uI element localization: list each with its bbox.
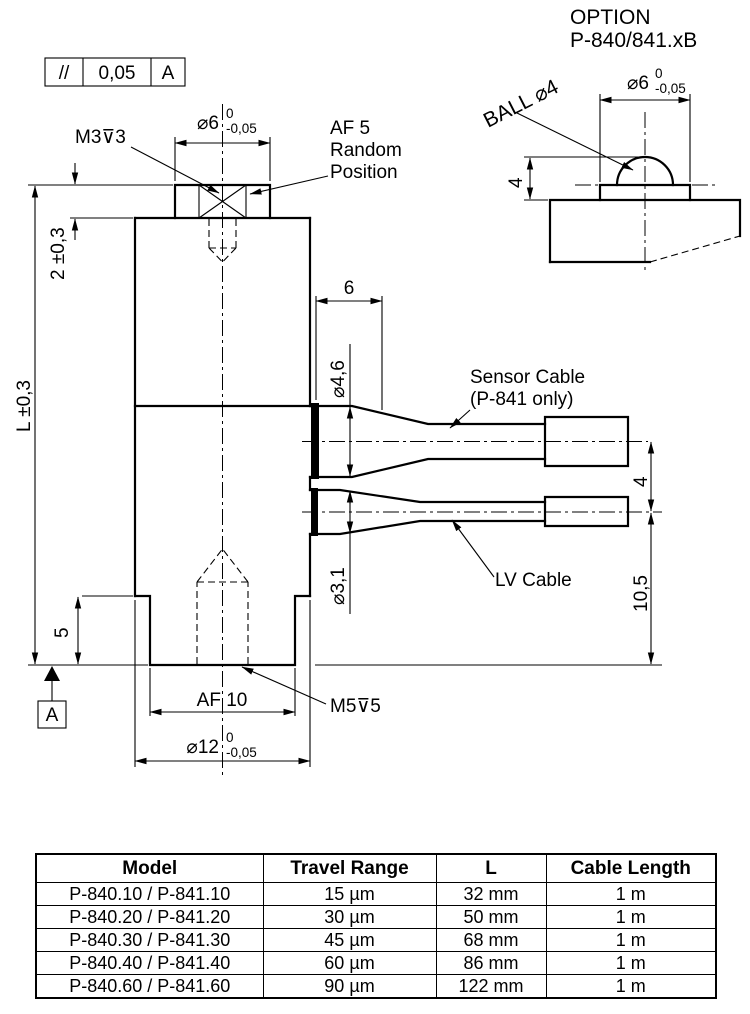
dim-dia6-top-tol-lo: -0,05 (226, 121, 257, 136)
detail-view-option: OPTION P-840/841.xB BALL ⌀4 ⌀6 0 -0,05 4 (480, 6, 742, 272)
technical-drawing: // 0,05 A (14, 6, 742, 778)
label-sensor-cable-note: (P-841 only) (470, 389, 574, 410)
cell-travel: 15 µm (262, 882, 437, 906)
datum-triangle (44, 666, 60, 681)
table-row: P-840.40 / P-841.40 60 µm 86 mm 1 m (35, 951, 717, 975)
label-ball-dia4: BALL ⌀4 (480, 75, 563, 132)
dim-L: L ±0,3 (14, 380, 35, 432)
lv-cable-connector (543, 495, 630, 528)
cables (302, 403, 662, 536)
datum-a-label: A (46, 705, 59, 726)
cell-model: P-840.60 / P-841.60 (35, 974, 264, 999)
dim-4-detail: 4 (506, 177, 527, 188)
table-row: P-840.60 / P-841.60 90 µm 122 mm 1 m (35, 974, 717, 999)
tolerance-datum: A (162, 63, 175, 84)
cell-model: P-840.10 / P-841.10 (35, 882, 264, 906)
dim-af10: AF 10 (197, 690, 248, 711)
dim-dia12-tol-hi: 0 (226, 730, 234, 745)
table-row: P-840.30 / P-841.30 45 µm 68 mm 1 m (35, 928, 717, 952)
table-row: P-840.10 / P-841.10 15 µm 32 mm 1 m (35, 882, 717, 906)
cell-l: 50 mm (435, 905, 547, 929)
option-subtitle: P-840/841.xB (570, 29, 697, 52)
label-af5-random: Random (330, 140, 402, 161)
col-header-travel-range: Travel Range (262, 853, 437, 883)
cell-l: 86 mm (435, 951, 547, 975)
cell-cable: 1 m (545, 928, 717, 952)
dim-2: 2 ±0,3 (48, 227, 69, 280)
dim-105: 10,5 (631, 575, 652, 612)
dim-dia12-tol-lo: -0,05 (226, 745, 257, 760)
cell-cable: 1 m (545, 905, 717, 929)
spec-table: Model Travel Range L Cable Length P-840.… (35, 853, 717, 999)
dim-dia6-detail-tol-hi: 0 (655, 66, 663, 81)
parallelism-symbol: // (59, 63, 70, 84)
col-header-l: L (435, 853, 547, 883)
sensor-cable-connector (543, 415, 630, 468)
table-header-row: Model Travel Range L Cable Length (35, 853, 717, 883)
cell-travel: 60 µm (262, 951, 437, 975)
feature-control-frame: // 0,05 A (44, 57, 186, 87)
dim-dia6-top-tol-hi: 0 (226, 106, 234, 121)
label-af5-position: Position (330, 162, 398, 183)
dim-dia6-detail-tol-lo: -0,05 (655, 81, 686, 96)
label-lv-cable: LV Cable (495, 570, 572, 591)
label-m3-thread: M3⊽3 (75, 127, 126, 148)
label-m5-thread: M5⊽5 (330, 696, 381, 717)
datum-flag: A (37, 666, 67, 729)
table-row: P-840.20 / P-841.20 30 µm 50 mm 1 m (35, 905, 717, 929)
dim-dia6-detail: ⌀6 (627, 73, 649, 94)
main-view-body (133, 104, 312, 778)
label-sensor-cable: Sensor Cable (470, 367, 585, 388)
option-title: OPTION (570, 6, 651, 29)
dim-dia46: ⌀4,6 (328, 360, 349, 398)
cell-l: 122 mm (435, 974, 547, 999)
cell-l: 68 mm (435, 928, 547, 952)
break-line (649, 235, 741, 263)
cell-cable: 1 m (545, 951, 717, 975)
dim-4: 4 (631, 476, 652, 487)
dim-dia31: ⌀3,1 (328, 567, 349, 605)
cell-l: 32 mm (435, 882, 547, 906)
col-header-cable-length: Cable Length (545, 853, 717, 883)
cell-model: P-840.30 / P-841.30 (35, 928, 264, 952)
m5-thread-hidden (196, 548, 249, 664)
tolerance-value: 0,05 (99, 63, 136, 84)
col-header-model: Model (35, 853, 264, 883)
cell-travel: 30 µm (262, 905, 437, 929)
dim-dia6-top: ⌀6 (197, 113, 219, 134)
dimensions: ⌀6 0 -0,05 M3⊽3 AF 5 Random Position 2 ±… (14, 106, 662, 767)
dim-6: 6 (344, 278, 355, 299)
label-af5: AF 5 (330, 118, 370, 139)
cell-model: P-840.20 / P-841.20 (35, 905, 264, 929)
cell-cable: 1 m (545, 974, 717, 999)
dim-5: 5 (52, 627, 73, 638)
cell-travel: 90 µm (262, 974, 437, 999)
cell-travel: 45 µm (262, 928, 437, 952)
dim-dia12: ⌀12 (186, 737, 219, 758)
cell-cable: 1 m (545, 882, 717, 906)
cell-model: P-840.40 / P-841.40 (35, 951, 264, 975)
